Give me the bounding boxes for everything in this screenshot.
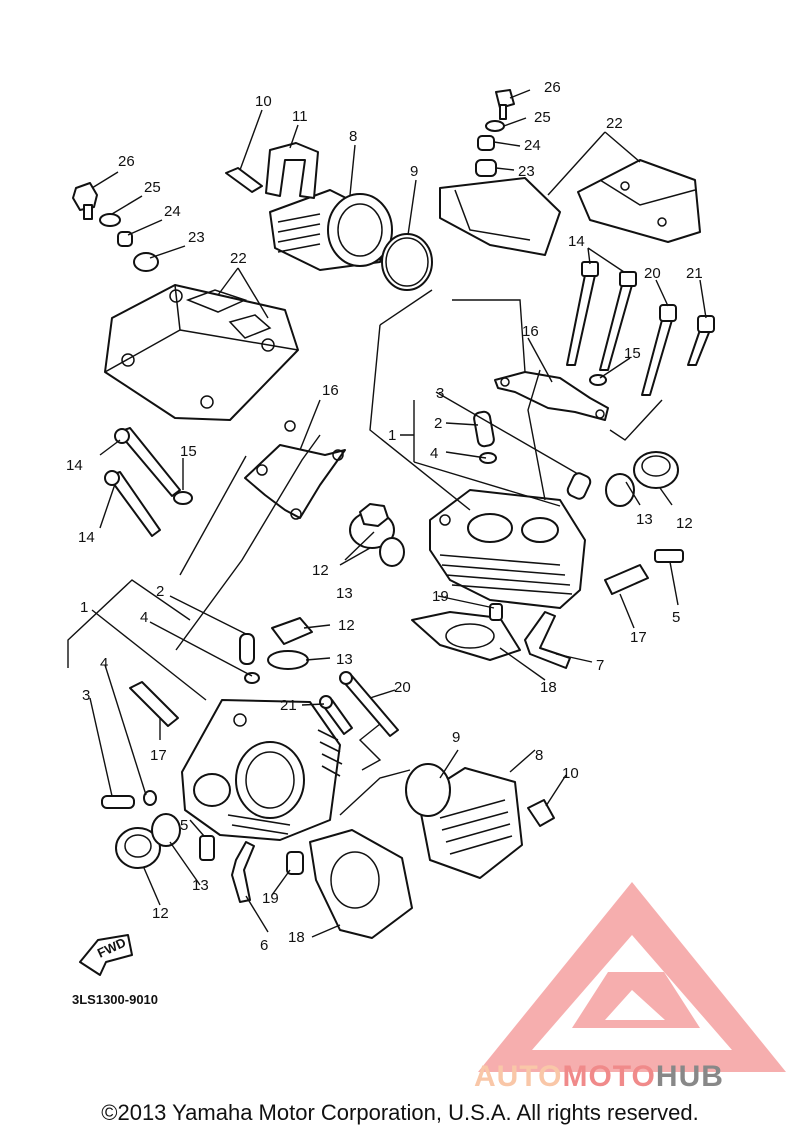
cap-nut-stack-left [72,182,159,272]
callout-21-lower: 21 [280,697,297,714]
callout-24-upper: 24 [524,137,541,154]
callout-1-lower: 1 [80,599,88,616]
callout-26-upper: 26 [544,79,561,96]
o-ring-9-upper [381,233,433,291]
callout-12-middle: 12 [312,562,329,579]
callout-8-lower: 8 [535,747,543,764]
bolts-right-group [566,261,715,396]
callout-4-lower-a: 4 [140,609,148,626]
callout-1-upper: 1 [388,427,396,444]
callout-11: 11 [292,108,308,125]
callout-9-lower: 9 [452,729,460,746]
callout-10-upper: 10 [255,93,272,110]
callout-16-left: 16 [322,382,339,399]
callout-17-right: 17 [630,629,647,646]
callout-12-right: 12 [676,515,693,532]
callout-14-left-b: 14 [78,529,95,546]
callout-23-left: 23 [188,229,205,246]
callout-8-upper: 8 [349,128,357,145]
intake-manifold-lower [405,763,555,879]
callout-24-left: 24 [164,203,181,220]
cylinder-head-front [181,699,343,841]
callout-18-lower: 18 [288,929,305,946]
callout-13-lower-left: 13 [192,877,209,894]
spark-plug-lower [129,681,179,727]
automotohub-logo [478,882,786,1072]
callout-4-upper: 4 [430,445,438,462]
callout-7: 7 [596,657,604,674]
callout-22-left: 22 [230,250,247,267]
callout-4-lower-b: 4 [100,655,108,672]
callout-3-upper: 3 [436,385,444,402]
brand-part-moto: MOTO [562,1060,655,1093]
callout-19-lower: 19 [262,890,279,907]
automotohub-wordmark: AUTOMOTOHUB [474,1060,724,1093]
callout-9-upper: 9 [410,163,418,180]
callout-5-right: 5 [672,609,680,626]
callout-19-right: 19 [432,588,449,605]
head-cover-left [104,284,299,421]
callout-13-right: 13 [636,511,653,528]
leader-lines [67,89,707,938]
callout-22-upper: 22 [606,115,623,132]
cap-12-lower-left [115,813,181,869]
callout-15-left: 15 [180,443,197,460]
valve-guide-upper [473,410,592,500]
bolts-lower [319,671,399,737]
callout-21-right: 21 [686,265,703,282]
cap-12-right [605,451,679,507]
callout-13-lower-middle: 13 [336,651,353,668]
stud-pipe-lower [199,835,304,903]
intake-manifold-upper [225,142,393,271]
callout-6: 6 [260,937,268,954]
copyright-notice: ©2013 Yamaha Motor Corporation, U.S.A. A… [101,1100,699,1125]
gasket-18-lower [309,829,413,939]
fwd-arrow-icon: FWD [79,934,133,976]
callout-2-lower: 2 [156,583,164,600]
callout-12-lower-middle: 12 [338,617,355,634]
callout-26-left: 26 [118,153,135,170]
callout-15-right: 15 [624,345,641,362]
bolts-14-left [104,427,193,537]
callout-25-upper: 25 [534,109,551,126]
callout-labels: 10 11 8 9 26 25 24 23 22 16 14 15 14 26 … [66,79,703,954]
camshaft-holder-left [244,420,346,520]
brand-part-auto: AUTO [474,1060,562,1093]
cylinder-head-rear [429,489,586,609]
reference-code: 3LS1300-9010 [72,992,158,1007]
head-cover-upper-middle [439,177,561,256]
callout-23-upper: 23 [518,163,535,180]
cap-12-middle [349,503,405,567]
callout-12-lower-left: 12 [152,905,169,922]
callout-25-left: 25 [144,179,161,196]
valve-guide-lower [101,633,260,809]
callout-14-right: 14 [568,233,585,250]
cap-12-lower-middle [267,617,313,670]
svg-text:AUTOMOTOHUB: AUTOMOTOHUB [474,1060,724,1093]
callout-13-middle: 13 [336,585,353,602]
callout-18-right: 18 [540,679,557,696]
head-cover-upper-right [577,159,701,243]
spark-plug-right [604,549,684,595]
callout-14-left-a: 14 [66,457,83,474]
callout-16-right: 16 [522,323,539,340]
gasket-18-right [411,603,521,661]
callout-20-lower: 20 [394,679,411,696]
callout-17-lower: 17 [150,747,167,764]
callout-3-lower: 3 [82,687,90,704]
callout-10-lower: 10 [562,765,579,782]
oil-pipe-7 [524,611,571,669]
callout-5-lower: 5 [180,817,188,834]
cap-nut-stack-upper [475,89,515,177]
brand-part-hub: HUB [656,1060,724,1093]
callout-20-right: 20 [644,265,661,282]
callout-2-upper: 2 [434,415,442,432]
